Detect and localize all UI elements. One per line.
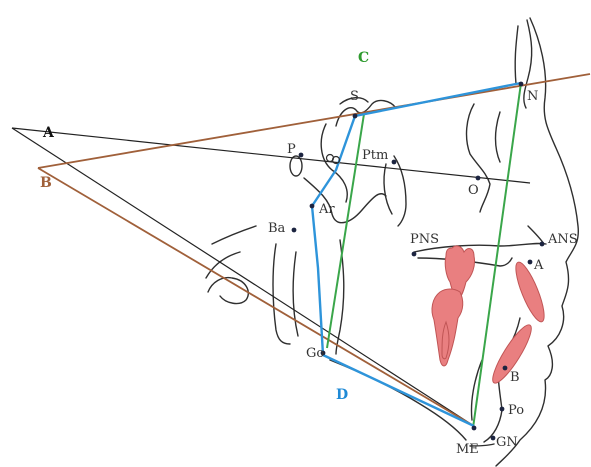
ramus-posterior [272,243,291,345]
anterior-nasal [527,225,545,245]
symphysis-inner [470,359,483,421]
petrous-contour [303,177,387,224]
point-n [518,81,524,87]
point-pns [411,251,417,257]
point-a [527,259,533,265]
orbit-inner [494,111,501,163]
label-line-b: B [40,175,52,191]
pterygoid-contour [320,123,348,203]
teeth [431,245,545,384]
occipital-contour [205,251,241,279]
ramus-inner [292,251,299,337]
ptm-fissure [393,155,407,227]
nasal-bone [523,19,533,109]
label-line-a: A [42,125,55,141]
lower-incisor-tooth [492,324,532,384]
landmark-points [291,81,545,441]
label-n: N [527,89,538,104]
line-d-polygon [310,81,522,428]
label-o: O [468,183,479,198]
point-ans [539,241,545,247]
upper-incisor-tooth [515,261,545,323]
ptm-marker-ring-2 [331,155,341,165]
lower-molar-root [441,320,450,360]
label-po: Po [508,403,524,418]
line-a-lower [11,127,475,427]
label-gn: GN [496,435,518,450]
label-line-c: C [358,50,369,66]
line-b-lower [37,167,475,427]
orbit-contour [465,103,491,213]
palate-lower [417,257,513,267]
cranial-base [211,225,257,245]
point-b [502,365,508,371]
porion-ear-rod [289,155,303,177]
point-p [298,152,304,158]
point-ar [309,203,315,209]
point-ptm [391,159,397,165]
point-o [475,175,481,181]
hard-palate [413,242,547,253]
line-c-anterior-height [472,82,522,429]
line-b-upper [37,73,591,169]
point-ba [291,227,297,233]
point-s [352,113,358,119]
point-gn [490,435,496,441]
label-ans: ANS [547,232,578,247]
point-go [320,350,326,356]
mandible-lower-border [329,359,467,441]
ptm-fissure-inner [383,163,393,215]
label-p: P [287,142,296,157]
line-a-upper [11,127,531,184]
sella-floor [339,97,369,105]
point-me [471,425,477,431]
label-go: Go [306,346,324,361]
soft-tissue-profile [495,17,580,467]
chin-contour [469,443,495,447]
label-pns: PNS [410,232,439,247]
label-me: ME [456,442,479,457]
label-ptm: Ptm [362,148,388,163]
line-labels: A B C D [40,50,369,403]
condyle-contour [207,276,250,305]
label-line-d: D [336,387,348,403]
label-ba: Ba [268,221,286,236]
ramus-front [335,239,345,355]
anatomical-tracing [205,17,580,467]
label-ar: Ar [318,202,335,217]
frontal-bone [514,25,519,85]
label-s: S [350,89,359,104]
label-a: A [533,258,544,273]
line-c-posterior-height [326,113,365,349]
landmark-labels: S N P Ptm O Ar Ba PNS ANS A B Po Go ME G… [268,89,578,457]
label-b: B [510,370,520,385]
point-po [499,406,505,412]
upper-molar-tooth [444,245,475,301]
